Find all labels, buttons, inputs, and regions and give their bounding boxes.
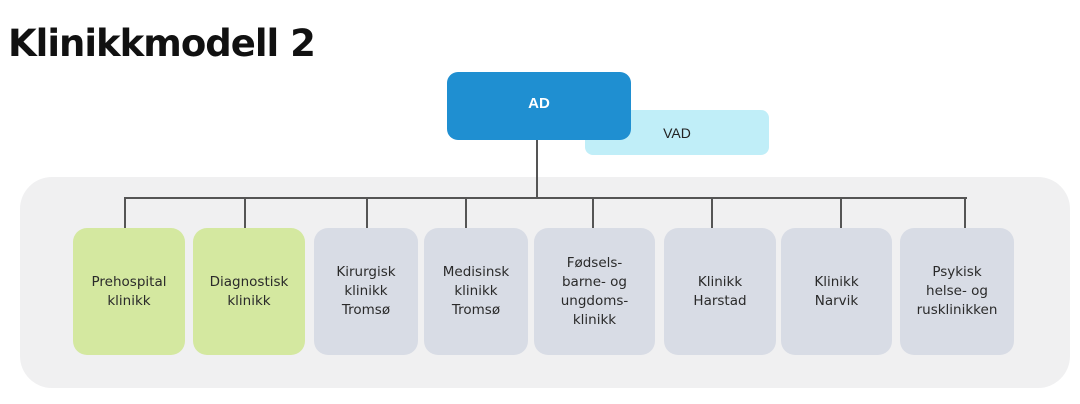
clinic-connector <box>964 197 966 228</box>
connector-horizontal <box>125 197 967 199</box>
clinic-connector <box>840 197 842 228</box>
clinic-connector <box>711 197 713 228</box>
clinic-connector <box>366 197 368 228</box>
clinic-box: Fødsels- barne- og ungdoms- klinikk <box>534 228 655 355</box>
clinic-box: Kirurgisk klinikk Tromsø <box>314 228 418 355</box>
clinic-box: Klinikk Narvik <box>781 228 892 355</box>
vad-label: VAD <box>663 124 691 141</box>
clinic-connector <box>465 197 467 228</box>
clinic-box: Medisinsk klinikk Tromsø <box>424 228 528 355</box>
clinic-connector <box>244 197 246 228</box>
ad-connector-vertical <box>536 140 538 199</box>
clinic-box: Diagnostisk klinikk <box>193 228 305 355</box>
ad-label: AD <box>528 94 550 112</box>
clinic-box: Klinikk Harstad <box>664 228 776 355</box>
page-title: Klinikkmodell 2 <box>8 22 316 65</box>
ad-box: AD <box>447 72 631 140</box>
clinic-box: Psykisk helse- og rusklinikken <box>900 228 1014 355</box>
clinic-connector <box>124 197 126 228</box>
clinic-connector <box>592 197 594 228</box>
clinic-box: Prehospital klinikk <box>73 228 185 355</box>
